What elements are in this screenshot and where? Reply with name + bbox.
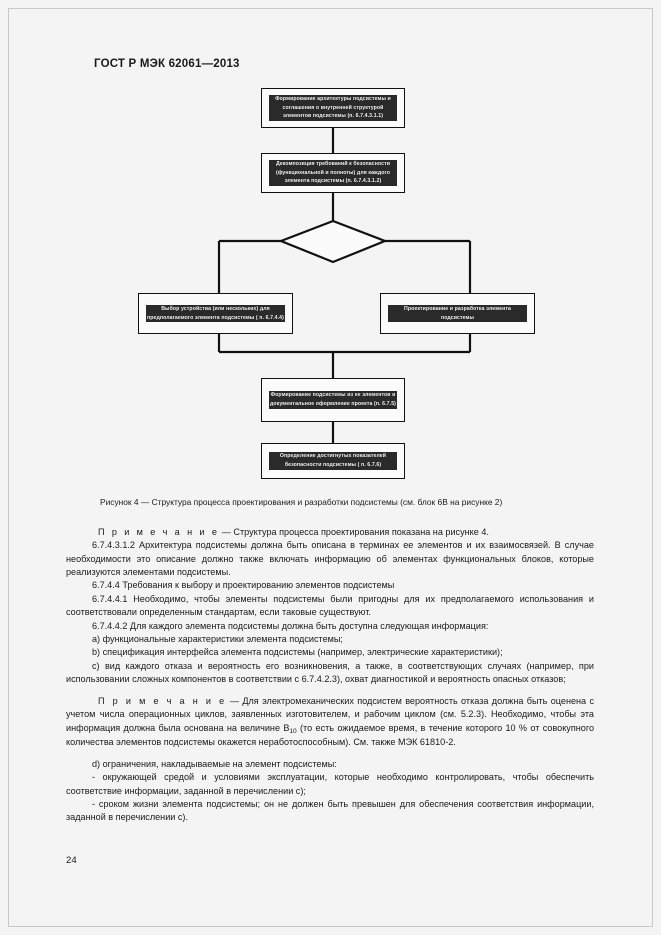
paragraph-item-d: d) ограничения, накладываемые на элемент… <box>92 758 337 769</box>
flowchart-box-device-selection-label: Выбор устройства (или нескольких) для пр… <box>146 304 285 323</box>
note-2-text-part-1: — Для электромеханических подсистем веро… <box>66 695 594 733</box>
note-2-label: П р и м е ч а н и е <box>98 695 227 706</box>
flowchart-box-decomposition: Декомпозиция требований к безопасности (… <box>261 153 405 193</box>
flowchart-box-device-selection: Выбор устройства (или нескольких) для пр… <box>138 293 293 334</box>
paragraph-clause-6-7-4-4-1: 6.7.4.4.1 Необходимо, чтобы элементы под… <box>66 593 594 618</box>
paragraph-item-d-dash-1: - окружающей средой и условиями эксплуат… <box>66 772 594 796</box>
paragraph-item-b: b) спецификация интерфейса элемента подс… <box>92 647 503 658</box>
note-2-text-part-2: (то есть ожидаемое время, в течение кото… <box>66 722 594 747</box>
page-number: 24 <box>66 855 77 866</box>
paragraph-item-d-dash-2: - сроком жизни элемента подсистемы; он н… <box>66 798 594 823</box>
flowchart-box-achieved-determination: Определение достигнутых показателей безо… <box>261 443 405 479</box>
figure-4-flowchart: Формирование архитектуры подсистемы и со… <box>138 88 535 479</box>
paragraph-item-c: c) вид каждого отказа и вероятность его … <box>66 660 594 684</box>
paragraph-note-2: П р и м е ч а н и е — Для электромеханич… <box>66 695 594 750</box>
note-1-text: — Структура процесса проектирования пока… <box>219 527 489 537</box>
flowchart-box-decomposition-label: Декомпозиция требований к безопасности (… <box>269 159 397 187</box>
note-2-subscript: 10 <box>289 727 297 735</box>
note-1-label: П р и м е ч а н и е <box>98 527 220 537</box>
body-text: П р и м е ч а н и е — Структура процесса… <box>66 526 594 825</box>
paragraph-clause-6-7-4-4-2: 6.7.4.4.2 Для каждого элемента подсистем… <box>92 620 489 631</box>
figure-caption: Рисунок 4 — Структура процесса проектиро… <box>100 497 503 507</box>
flowchart-box-achieved-determination-label: Определение достигнутых показателей безо… <box>269 452 397 470</box>
document-header-standard-number: ГОСТ Р МЭК 62061—2013 <box>94 58 240 70</box>
paragraph-note-1: П р и м е ч а н и е — Структура процесса… <box>66 526 594 539</box>
flowchart-box-element-design: Проектирование и разработка элемента под… <box>380 293 535 334</box>
paragraph-item-a: a) функциональные характеристики элемент… <box>92 633 343 644</box>
decision-diamond <box>278 219 388 264</box>
flowchart-connectors <box>217 128 472 443</box>
flowchart-box-architecture: Формирование архитектуры подсистемы и со… <box>261 88 405 128</box>
flowchart-box-architecture-label: Формирование архитектуры подсистемы и со… <box>269 94 397 122</box>
paragraph-clause-6-7-4-4: 6.7.4.4 Требования к выбору и проектиров… <box>92 580 395 591</box>
flowchart-box-element-design-label: Проектирование и разработка элемента под… <box>388 304 527 323</box>
flowchart-box-subsystem-formation: Формирование подсистемы из ее элементов … <box>261 378 405 422</box>
paragraph-clause-6-7-4-3-1-2: 6.7.4.3.1.2 Архитектура подсистемы должн… <box>66 540 594 578</box>
flowchart-box-subsystem-formation-label: Формирование подсистемы из ее элементов … <box>269 391 397 409</box>
